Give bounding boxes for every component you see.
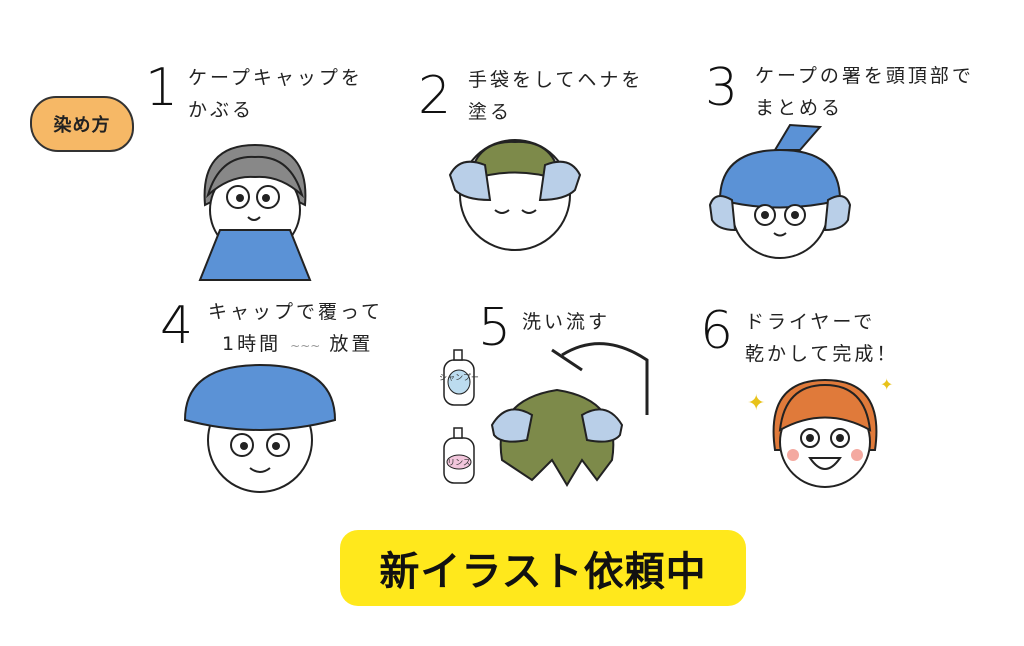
step-4-action: 放置 bbox=[329, 333, 374, 355]
step-6-line2: 乾かして完成！ bbox=[745, 343, 899, 365]
step-2-number: 2 bbox=[418, 66, 452, 126]
sparkle-icon: ✦ bbox=[880, 375, 893, 394]
shampoo-label: シャンプー bbox=[439, 373, 479, 382]
step-3-number: 3 bbox=[705, 58, 739, 118]
rinse-label: リンス bbox=[447, 458, 471, 467]
rinse-bottle: リンス bbox=[443, 427, 475, 484]
step-4-duration: 1時間 bbox=[222, 333, 282, 355]
step-4-illustration bbox=[183, 363, 337, 493]
new-illustration-request-button[interactable]: 新イラスト依頼中 bbox=[340, 530, 746, 606]
scribbled-out-text: ~~~ bbox=[290, 339, 321, 353]
step-4-number: 4 bbox=[160, 296, 194, 356]
step-2-line1: 手袋をしてヘナを bbox=[468, 69, 644, 91]
step-1-number: 1 bbox=[145, 58, 179, 118]
step-1-line1: ケープキャップを bbox=[188, 67, 363, 89]
step-2-illustration bbox=[448, 139, 582, 251]
step-5-line1: 洗い流す bbox=[522, 311, 611, 333]
shampoo-bottle: シャンプー bbox=[439, 349, 479, 406]
step-1-line2: かぶる bbox=[188, 99, 255, 121]
step-1-illustration bbox=[198, 143, 312, 281]
step-5-number: 5 bbox=[478, 298, 512, 358]
step-3-illustration bbox=[708, 123, 852, 259]
step-4-line2: 1時間 ~~~ 放置 bbox=[222, 328, 373, 362]
section-badge: 染め方 bbox=[30, 96, 134, 152]
step-4-line1: キャップで覆って bbox=[208, 301, 384, 323]
step-6-line1: ドライヤーで bbox=[745, 311, 876, 333]
sparkle-icon: ✦ bbox=[747, 391, 765, 416]
step-6-illustration: ✦ ✦ bbox=[747, 375, 893, 488]
step-6-number: 6 bbox=[700, 301, 734, 361]
step-3-line1: ケープの署を頭頂部で bbox=[755, 65, 974, 87]
step-5-illustration: シャンプー リンス bbox=[439, 342, 649, 487]
step-2-line2: 塗る bbox=[468, 101, 513, 123]
step-3-line2: まとめる bbox=[755, 97, 844, 119]
